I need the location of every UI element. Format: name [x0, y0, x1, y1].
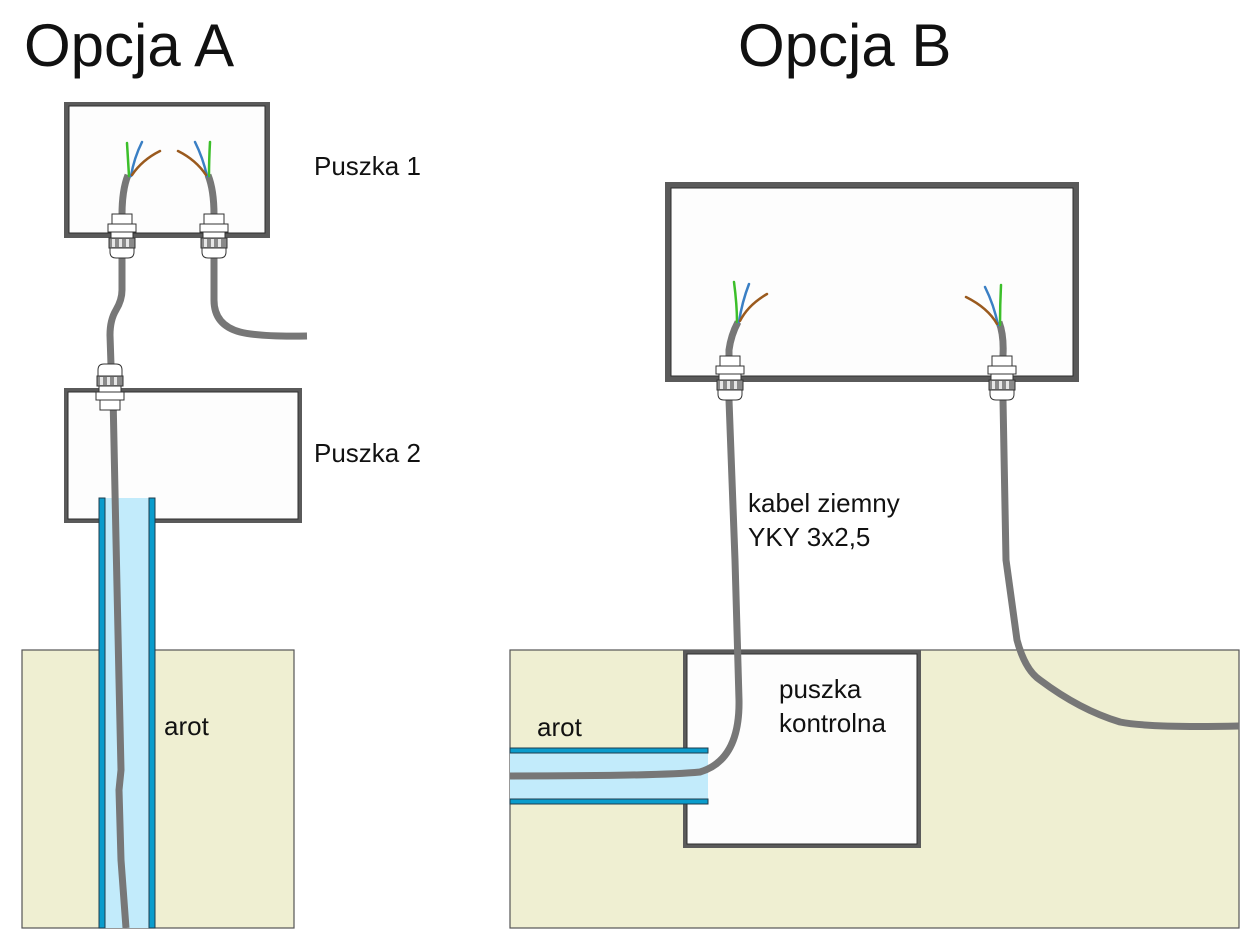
junction-box-1-label: Puszka 1 — [314, 151, 421, 181]
conduit-b-label: arot — [537, 712, 583, 742]
junction-box-2-label: Puszka 2 — [314, 438, 421, 468]
option-b: Opcja B puszka kontrolna arot — [509, 12, 1240, 929]
conduit-a-label: arot — [164, 711, 210, 741]
ground-area-a — [21, 649, 295, 929]
cable-b-right — [995, 320, 1240, 730]
option-a: Opcja A Puszka 1 Puszka 2 arot — [21, 12, 421, 929]
wire-ends-icon — [964, 283, 1003, 327]
wire-ends-icon — [125, 140, 162, 178]
cable-b-left — [509, 320, 743, 780]
cable-label-line1: kabel ziemny — [748, 488, 900, 518]
cable-gland-icon — [987, 355, 1017, 401]
control-box-label-line1: puszka — [779, 674, 862, 704]
control-box-label-line2: kontrolna — [779, 708, 886, 738]
cable-a-right — [204, 173, 308, 340]
conduit-a — [98, 497, 156, 929]
cable-gland-icon — [199, 213, 229, 259]
cable-gland-icon — [95, 363, 125, 411]
cable-gland-icon — [715, 355, 745, 401]
wire-ends-icon — [732, 280, 769, 324]
option-a-title: Opcja A — [24, 12, 234, 79]
cable-label-line2: YKY 3x2,5 — [748, 522, 870, 552]
cable-gland-icon — [107, 213, 137, 259]
junction-box-2 — [64, 388, 302, 523]
junction-box-1 — [64, 102, 270, 238]
wire-ends-icon — [176, 140, 212, 178]
option-b-title: Opcja B — [738, 12, 951, 79]
